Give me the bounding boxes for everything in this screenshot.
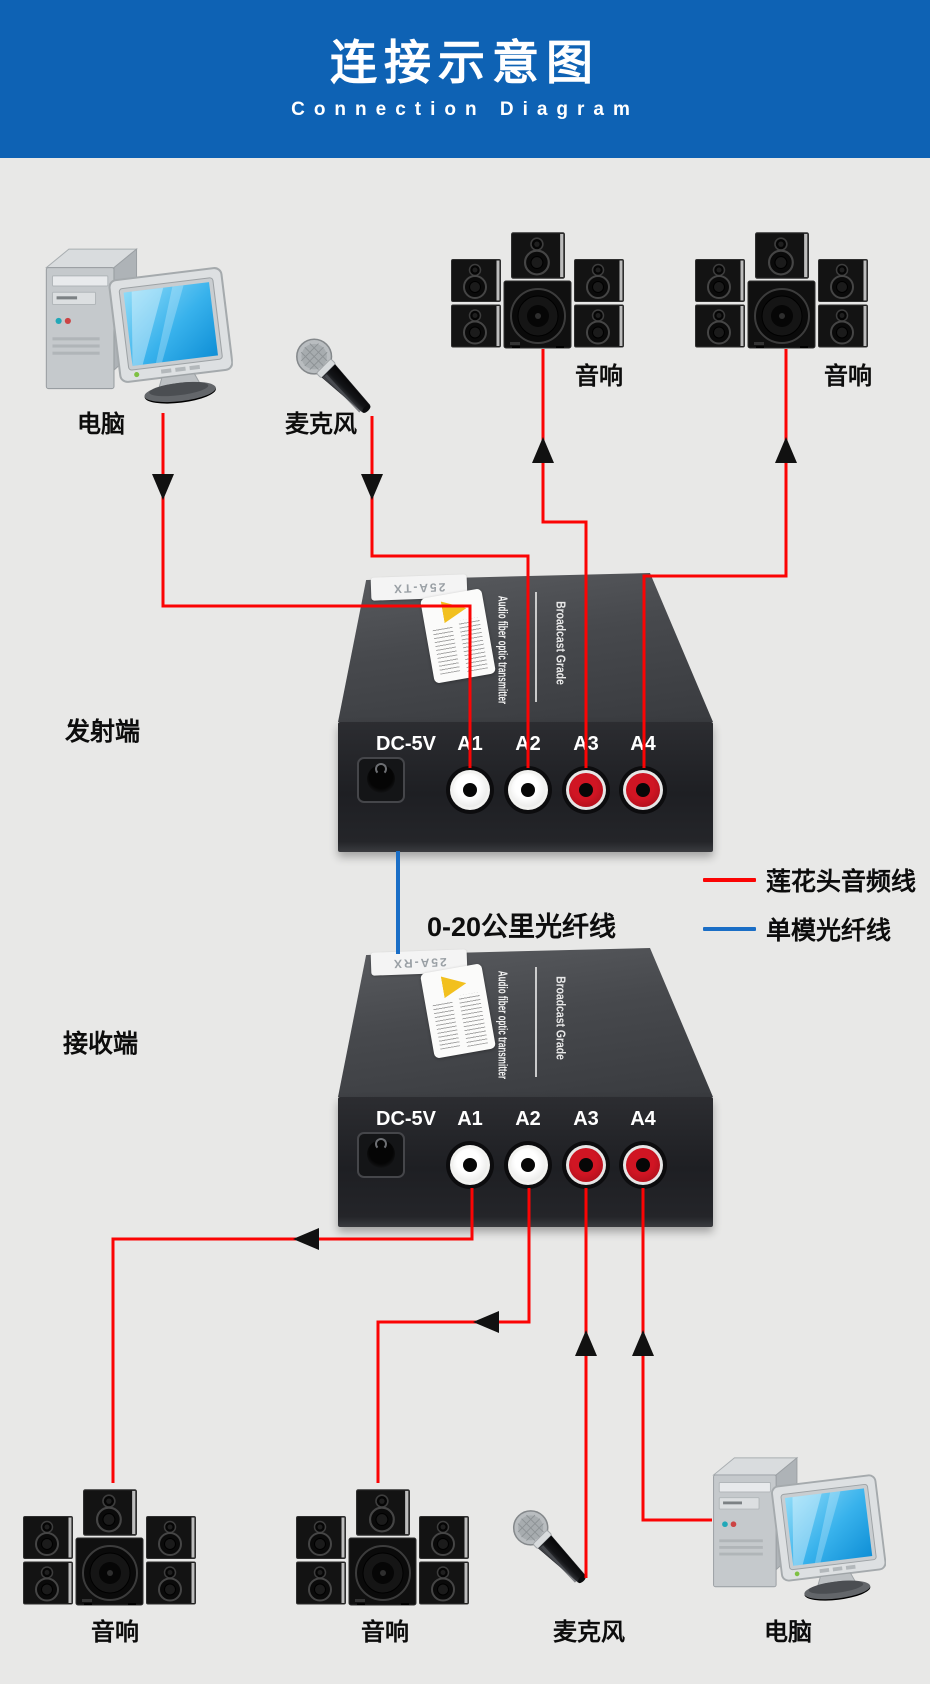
receiver-rca-port-a1	[446, 1141, 494, 1189]
transmitter-rca-port-a2	[504, 766, 552, 814]
audio-cable-swatch	[703, 878, 756, 882]
cable-a4-to-computer	[641, 1188, 712, 1522]
transmitter-power-label: DC-5V	[376, 733, 437, 755]
cable-speaker2-to-a4	[642, 349, 788, 768]
transmitter-power-jack	[357, 757, 405, 803]
receiver-port-a4-label: A4	[630, 1108, 656, 1130]
cable-computer-to-a1	[161, 413, 472, 768]
page-subtitle: Connection Diagram	[291, 98, 639, 120]
receiver-rca-port-a2	[504, 1141, 552, 1189]
arrow-up-icon	[775, 437, 797, 463]
arrow-up-icon	[632, 1330, 654, 1356]
arrow-down-icon	[152, 474, 174, 500]
receiver-rca-port-a3	[562, 1141, 610, 1189]
cable-microphone-to-a2	[370, 416, 530, 768]
receiver-power-jack	[357, 1132, 405, 1178]
legend-fiber-cable: 单模光纤线	[703, 916, 891, 945]
receiver-port-a2-label: A2	[515, 1108, 541, 1130]
top-divider-rule	[535, 967, 537, 1077]
speaker-bottom-2-label: 音响	[361, 1619, 409, 1646]
page-header: 连接示意图 Connection Diagram	[0, 0, 930, 158]
speaker-top-2-label: 音响	[824, 363, 872, 390]
arrow-up-icon	[532, 437, 554, 463]
computer-top-label: 电脑	[77, 411, 125, 438]
fiber-length-note: 0-20公里光纤线	[427, 912, 617, 942]
fiber-cable-swatch	[703, 927, 756, 931]
receiver-port-a3-label: A3	[573, 1108, 599, 1130]
page-title: 连接示意图	[330, 36, 600, 90]
cable-a1-to-speaker1	[111, 1188, 474, 1483]
microphone-top-label: 麦克风	[285, 411, 357, 438]
receiver-port-a1-label: A1	[457, 1108, 483, 1130]
transmitter-rca-port-a1	[446, 766, 494, 814]
receiver-rca-port-a4	[619, 1141, 667, 1189]
arrow-left-icon	[473, 1311, 499, 1333]
speaker-top-1-label: 音响	[575, 363, 623, 390]
transmitter-section-label: 发射端	[65, 718, 141, 746]
receiver-section-label: 接收端	[63, 1030, 139, 1058]
receiver-power-label: DC-5V	[376, 1108, 437, 1130]
cable-speaker1-to-a3	[541, 349, 588, 768]
top-divider-rule	[535, 592, 537, 702]
arrow-down-icon	[361, 474, 383, 500]
transmitter-rca-port-a4	[619, 766, 667, 814]
arrow-left-icon	[293, 1228, 319, 1250]
cable-a2-to-speaker2	[376, 1188, 531, 1483]
arrow-up-icon	[575, 1330, 597, 1356]
microphone-bottom-label: 麦克风	[553, 1619, 625, 1646]
computer-bottom-label: 电脑	[764, 1619, 812, 1646]
fiber-cable-label: 单模光纤线	[766, 917, 892, 945]
audio-cable-label: 莲花头音频线	[766, 868, 917, 896]
speaker-bottom-1-label: 音响	[91, 1619, 139, 1646]
transmitter-rca-port-a3	[562, 766, 610, 814]
legend-audio-cable: 莲花头音频线	[703, 867, 916, 896]
